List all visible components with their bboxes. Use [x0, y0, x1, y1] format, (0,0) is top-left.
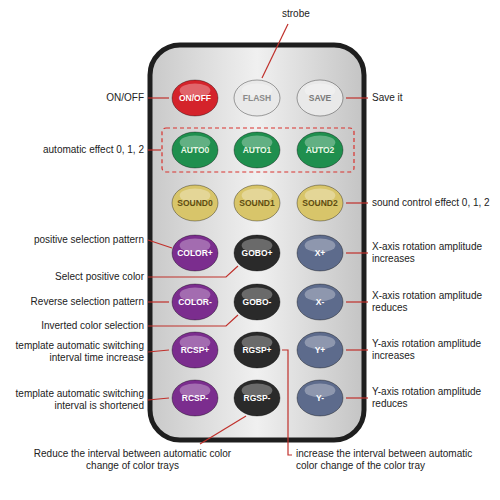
button-label: GOBO-	[233, 283, 281, 321]
remote-button: ON/OFF	[171, 79, 219, 117]
button-body	[297, 185, 343, 221]
button-body	[297, 132, 343, 168]
button-label: X+	[296, 234, 344, 272]
button-label: RGSP-	[233, 379, 281, 417]
button-body	[297, 235, 343, 271]
button-body	[234, 185, 280, 221]
remote-button: COLOR+	[171, 234, 219, 272]
remote-button: Y+	[296, 331, 344, 369]
remote-button: SAVE	[296, 79, 344, 117]
button-body	[297, 380, 343, 416]
button-body	[297, 332, 343, 368]
leader-line	[346, 252, 368, 253]
button-body	[172, 235, 218, 271]
remote-body	[150, 45, 364, 440]
remote-button: SOUND1	[233, 184, 281, 222]
button-body	[172, 132, 218, 168]
button-body	[172, 284, 218, 320]
button-label: Y+	[296, 331, 344, 369]
button-body	[297, 80, 343, 116]
callout-label: Save it	[372, 92, 496, 104]
callout-label: Inverted color selection	[4, 320, 144, 332]
button-label: X-	[296, 283, 344, 321]
remote-button: SOUND0	[171, 184, 219, 222]
callout-label: Select positive color	[4, 271, 144, 283]
button-label: SOUND2	[296, 184, 344, 222]
leader-line	[148, 149, 161, 150]
remote-button: AUTO2	[296, 131, 344, 169]
remote-button: X+	[296, 234, 344, 272]
button-label: ON/OFF	[171, 79, 219, 117]
remote-button: GOBO+	[233, 234, 281, 272]
button-label: RCSP+	[171, 331, 219, 369]
callout-label: sound control effect 0, 1, 2	[372, 197, 496, 209]
remote-button: X-	[296, 283, 344, 321]
button-label: RCSP-	[171, 379, 219, 417]
remote-button: RGSP+	[233, 331, 281, 369]
callout-label: template automatic switching interval ti…	[4, 340, 144, 364]
leader-line	[346, 97, 368, 98]
leader-line	[262, 24, 288, 78]
callout-label: X-axis rotation amplitude increases	[372, 241, 496, 265]
button-label: AUTO0	[171, 131, 219, 169]
remote-button: RCSP+	[171, 331, 219, 369]
remote-button: AUTO0	[171, 131, 219, 169]
leader-line	[148, 301, 169, 302]
remote-button: SOUND2	[296, 184, 344, 222]
button-label: COLOR+	[171, 234, 219, 272]
remote-button: Y-	[296, 379, 344, 417]
button-label: GOBO+	[233, 234, 281, 272]
callout-label: Reduce the interval between automatic co…	[20, 448, 245, 472]
button-label: SOUND1	[233, 184, 281, 222]
leader-line	[200, 416, 246, 444]
callout-label: Y-axis rotation amplitude increases	[372, 338, 496, 362]
leader-line	[346, 301, 368, 302]
button-label: COLOR-	[171, 283, 219, 321]
leader-line	[282, 350, 292, 455]
leader-line	[346, 349, 368, 350]
callout-label: ON/OFF	[4, 92, 144, 104]
remote-button: AUTO1	[233, 131, 281, 169]
remote-button: RCSP-	[171, 379, 219, 417]
button-body	[172, 80, 218, 116]
button-body	[234, 332, 280, 368]
callout-label: increase the interval between automatic …	[296, 448, 496, 472]
remote-button: GOBO-	[233, 283, 281, 321]
leader-line	[148, 97, 169, 98]
remote-button: FLASH	[233, 79, 281, 117]
button-body	[172, 380, 218, 416]
callout-label: strobe	[282, 8, 342, 20]
button-body	[297, 284, 343, 320]
leader-line	[148, 240, 172, 248]
leader-line	[148, 350, 169, 352]
callout-label: template automatic switching interval is…	[4, 388, 144, 412]
callout-label: X-axis rotation amplitude reduces	[372, 290, 496, 314]
group-bracket	[162, 128, 354, 172]
button-body	[234, 235, 280, 271]
button-body	[234, 380, 280, 416]
remote-button: RGSP-	[233, 379, 281, 417]
button-body	[234, 80, 280, 116]
leader-line	[346, 397, 368, 398]
callout-label: positive selection pattern	[4, 234, 144, 246]
button-label: AUTO2	[296, 131, 344, 169]
button-body	[234, 284, 280, 320]
callout-label: Reverse selection pattern	[4, 296, 144, 308]
callout-label: automatic effect 0, 1, 2	[4, 144, 144, 156]
leader-lines	[148, 24, 368, 455]
remote-button: COLOR-	[171, 283, 219, 321]
leader-line	[346, 202, 368, 203]
button-label: SOUND0	[171, 184, 219, 222]
button-label: RGSP+	[233, 331, 281, 369]
button-label: Y-	[296, 379, 344, 417]
button-body	[172, 332, 218, 368]
button-body	[234, 132, 280, 168]
button-body	[172, 185, 218, 221]
leader-line	[148, 398, 169, 400]
callout-label: Y-axis rotation amplitude reduces	[372, 386, 496, 410]
button-label: FLASH	[233, 79, 281, 117]
button-label: SAVE	[296, 79, 344, 117]
button-label: AUTO1	[233, 131, 281, 169]
